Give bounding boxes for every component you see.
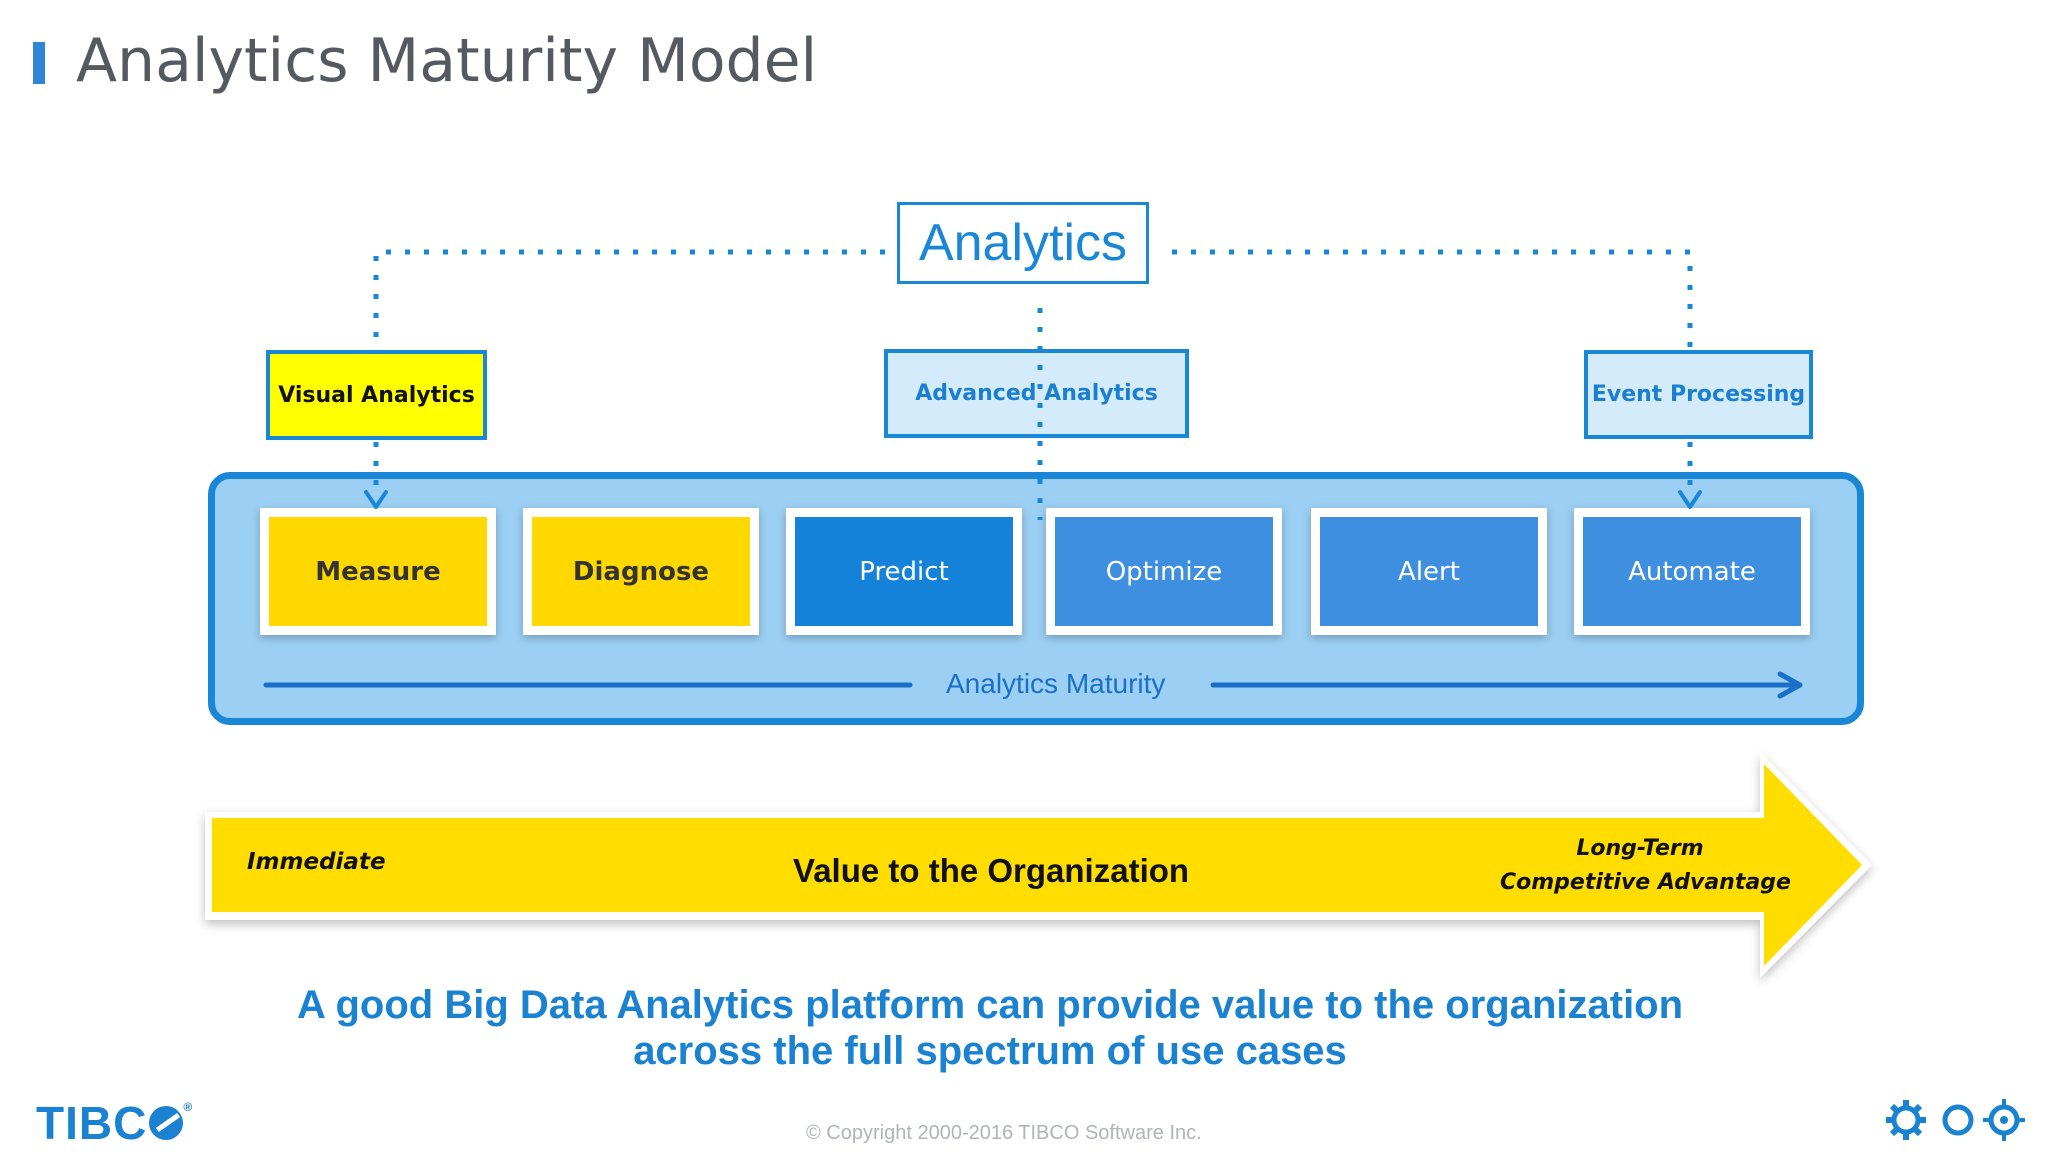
stage-diagnose: Diagnose [523, 508, 759, 635]
title-accent-bar [33, 42, 45, 84]
copyright: © Copyright 2000-2016 TIBCO Software Inc… [806, 1122, 1202, 1144]
stage-alert: Alert [1311, 508, 1547, 635]
value-longterm-line1: Long-Term [1576, 836, 1704, 861]
value-immediate-label: Immediate [247, 849, 386, 875]
stage-predict: Predict [786, 508, 1022, 635]
logo-text: TIBC [36, 1097, 148, 1149]
analytics-root-box: Analytics [897, 202, 1149, 284]
value-longterm-label: Long-Term Competitive Advantage [1500, 832, 1791, 900]
category-advanced-analytics: Advanced Analytics [884, 349, 1189, 438]
crosshair-icon [1983, 1099, 2025, 1141]
logo-o-mark [149, 1106, 184, 1140]
value-center-label: Value to the Organization [793, 852, 1190, 889]
tagline-line1: A good Big Data Analytics platform can p… [296, 983, 1684, 1027]
stage-automate: Automate [1574, 508, 1810, 635]
ring-icon [1942, 1104, 1974, 1136]
logo-registered: ® [183, 1100, 194, 1114]
gear-icon [1886, 1100, 1926, 1140]
maturity-arrowhead [1777, 671, 1803, 699]
maturity-label: Analytics Maturity [946, 668, 1166, 699]
tagline-line2: across the full spectrum of use cases [633, 1029, 1347, 1073]
category-visual-analytics: Visual Analytics [266, 350, 487, 440]
value-longterm-line2: Competitive Advantage [1500, 870, 1791, 895]
stage-optimize: Optimize [1046, 508, 1282, 635]
tagline: A good Big Data Analytics platform can p… [190, 982, 1790, 1074]
value-arrow-fill [212, 764, 1862, 966]
tibco-logo: TIBC ® [36, 1096, 193, 1150]
page-title: Analytics Maturity Model [76, 26, 818, 96]
stage-measure: Measure [260, 508, 496, 635]
category-event-processing: Event Processing [1584, 350, 1813, 439]
